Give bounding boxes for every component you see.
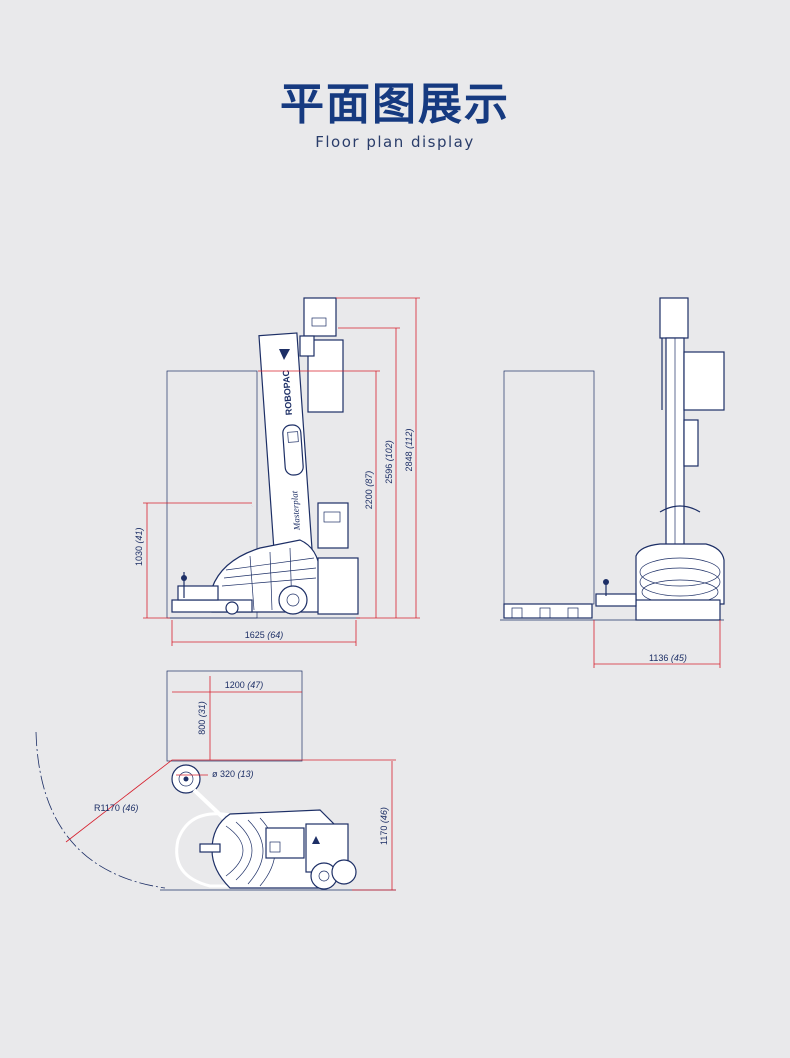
display-screen xyxy=(287,431,299,443)
dim-value-1200: 1200 xyxy=(225,680,245,690)
top-warning-icon xyxy=(312,836,320,844)
dim-label-800: 800 (31) xyxy=(197,701,207,735)
side-model-label: Masterplat xyxy=(289,490,302,532)
dim-value-1170: 1170 xyxy=(379,826,389,845)
page-title: 平面图展示 xyxy=(280,79,510,130)
dim-label-1136: 1136 (45) xyxy=(649,653,687,663)
front-view: 1136 (45) xyxy=(500,297,725,668)
dim-unit-2596: (102) xyxy=(384,440,394,461)
dim-label-1625: 1625 (64) xyxy=(245,630,284,640)
front-pallet-load xyxy=(503,370,595,605)
dim-unit-1170: (46) xyxy=(379,807,389,823)
dim-line-r1170 xyxy=(65,759,173,843)
front-pallet xyxy=(503,603,593,619)
side-wheel-rear xyxy=(278,585,308,615)
dim-label-r1170: R1170 (46) xyxy=(94,803,138,813)
dim-unit-2848: (112) xyxy=(404,429,414,449)
front-carriage-box xyxy=(683,351,725,411)
dim-label-1030: 1030 (41) xyxy=(134,527,144,566)
dim-label-2200: 2200 (87) xyxy=(364,471,374,510)
warning-triangle-icon xyxy=(279,349,290,360)
side-base-frame xyxy=(171,599,253,613)
dim-value-800: 800 xyxy=(197,720,207,735)
lower-carriage-window xyxy=(323,511,341,523)
dim-value-r1170: R1170 xyxy=(94,803,120,813)
dim-unit-800: (31) xyxy=(197,701,207,717)
dim-value-2596: 2596 xyxy=(384,464,394,484)
top-wheel-right xyxy=(331,859,357,885)
dim-label-2848: 2848 (112) xyxy=(404,429,414,472)
dim-unit-1625: (64) xyxy=(267,630,283,640)
top-control-unit xyxy=(265,827,305,859)
dim-label-2596: 2596 (102) xyxy=(384,440,394,484)
dim-label-1200: 1200 (47) xyxy=(225,680,264,690)
dim-label-1170: 1170 (46) xyxy=(379,807,389,845)
dim-unit-1200: (47) xyxy=(247,680,263,690)
dim-value-1030: 1030 xyxy=(134,546,144,566)
side-lower-carriage xyxy=(317,502,349,549)
page-subtitle: Floor plan display xyxy=(315,133,475,151)
dim-value-1136: 1136 xyxy=(649,653,668,663)
side-view: ROBOPAC Masterplat xyxy=(134,297,420,646)
turning-radius-arc xyxy=(35,731,166,889)
side-brand-label: ROBOPAC xyxy=(281,369,294,415)
dim-unit-r1170: (46) xyxy=(122,803,138,813)
dim-value-1625: 1625 xyxy=(245,630,265,640)
front-base-frame xyxy=(635,599,721,621)
side-battery-box xyxy=(317,557,359,615)
dim-value-2200: 2200 xyxy=(364,489,374,509)
top-pallet-footprint xyxy=(166,670,303,762)
dim-label-320: ø 320 (13) xyxy=(212,769,254,779)
dim-unit-1136: (45) xyxy=(671,653,687,663)
top-view: 1200 (47) 800 (31) R1170 (46) ø 320 (13) xyxy=(35,670,396,891)
dim-value-2848: 2848 xyxy=(404,451,414,471)
side-tow-plate xyxy=(177,585,219,601)
side-carriage-body xyxy=(307,339,344,413)
dim-unit-1030: (41) xyxy=(134,527,144,543)
front-mast-top xyxy=(659,297,689,339)
dim-unit-320: (13) xyxy=(238,769,254,779)
dim-unit-2200: (87) xyxy=(364,471,374,487)
front-base-shell xyxy=(635,543,725,605)
front-tow-plate xyxy=(595,593,637,607)
side-wheel-front xyxy=(225,601,239,615)
side-knob xyxy=(181,575,187,581)
carriage-arm xyxy=(299,335,315,357)
carriage-top-window xyxy=(311,317,327,327)
dim-value-320: ø 320 xyxy=(212,769,235,779)
side-carriage-top xyxy=(303,297,337,337)
